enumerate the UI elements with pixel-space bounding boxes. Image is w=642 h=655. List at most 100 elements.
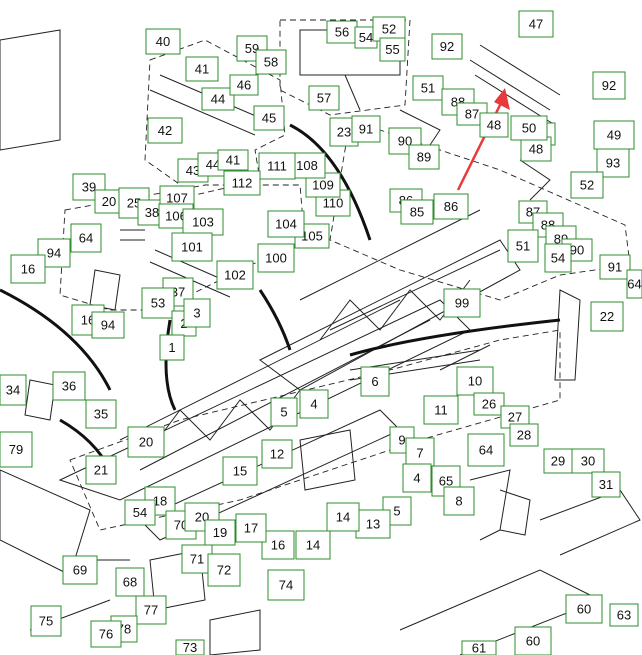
callout-number: 92 [602,78,616,93]
callout-number: 6 [371,374,378,389]
callout-label: 31 [591,471,621,498]
part-outline [554,289,581,381]
callout-number: 63 [617,608,631,623]
callout-box [360,366,390,397]
callout-box [261,530,295,560]
callout-box [85,399,117,429]
callout-label: 13 [355,509,391,539]
callout-number: 103 [192,215,214,230]
callout-box [141,287,175,319]
callout-box [145,28,181,55]
callout-number: 93 [606,156,620,171]
callout-label: 42 [147,117,183,144]
callout-number: 44 [206,157,220,172]
callout-box [295,530,331,560]
callout-box [217,149,249,171]
callout-label: 50 [510,115,548,141]
group-boundary [329,119,631,301]
part-outline [89,269,121,311]
callout-number: 30 [581,454,595,469]
callout-box [255,49,287,75]
callout-box [543,448,573,474]
callout-number: 74 [279,578,293,593]
callout-label: 15 [222,456,258,486]
callout-label: 94 [91,311,125,339]
callout-label: 73 [175,639,205,655]
callout-box [443,288,481,318]
callout-number: 69 [73,563,87,578]
callout-box [461,640,497,655]
callout-box [570,171,604,199]
callout-number: 29 [551,454,565,469]
callout-number: 35 [94,407,108,422]
callout-number: 42 [158,123,172,138]
callout-label: 111 [258,152,296,180]
callout-number: 51 [516,239,530,254]
callout-number: 100 [265,251,287,266]
callout-number: 73 [183,640,197,655]
callout-label: 44 [201,87,235,111]
callout-number: 111 [267,159,287,174]
callout-number: 94 [47,246,61,261]
callout-label: 22 [590,301,624,332]
callout-number: 56 [335,25,349,40]
callout-number: 40 [156,34,170,49]
callout-label: 51 [507,229,539,263]
callout-label: 58 [255,49,287,75]
callout-box [37,238,71,268]
callout-number: 51 [421,81,435,96]
callout-box [182,208,224,236]
callout-label: 60 [514,626,552,655]
callout-number: 58 [264,55,278,70]
leader-curve [289,123,372,241]
callout-number: 14 [336,510,350,525]
callout-number: 49 [607,128,621,143]
callout-label: 27 [500,405,530,429]
callout-number: 64 [79,231,93,246]
part-outline [120,229,145,241]
callout-label: 46 [229,74,259,96]
callout-label: 49 [593,120,635,150]
callout-label: 19 [204,519,236,546]
callout-number: 43 [186,163,200,178]
callout-box [62,555,98,585]
callout-label: 64 [626,269,642,299]
callout-label: 57 [308,85,340,111]
callout-box [433,193,469,220]
callout-number: 55 [385,42,399,57]
callout-box [222,456,258,486]
callout-box [124,499,156,526]
part-outline [0,29,61,151]
callout-number: 76 [99,627,113,642]
callout-label: 6 [360,366,390,397]
callout-label: 21 [85,455,117,485]
callout-box [204,519,236,546]
callout-box [183,298,211,328]
callout-number: 61 [472,641,486,655]
callout-label: 55 [379,37,406,62]
callout-label: 61 [461,640,497,655]
callout-label: 48 [479,112,509,138]
callout-number: 104 [275,217,297,232]
callout-number: 3 [193,306,200,321]
callout-box [571,448,605,474]
callout-box [185,56,219,82]
callout-box [0,374,27,406]
callout-number: 90 [570,243,584,258]
part-outline [299,209,501,331]
red-arrow-shaft [456,94,507,191]
callout-number: 60 [577,602,591,617]
callout-box [599,254,631,280]
callout-number: 18 [153,494,167,509]
callout-number: 64 [479,443,493,458]
leader-curve [0,288,112,391]
callout-number: 54 [359,30,373,45]
callout-box [507,229,539,263]
callout-label: 54 [124,499,156,526]
callout-number: 4 [413,471,420,486]
callout-label: 64 [70,223,102,253]
group-boundary [144,39,286,196]
part-outline [519,159,551,201]
callout-label: 45 [253,105,285,131]
